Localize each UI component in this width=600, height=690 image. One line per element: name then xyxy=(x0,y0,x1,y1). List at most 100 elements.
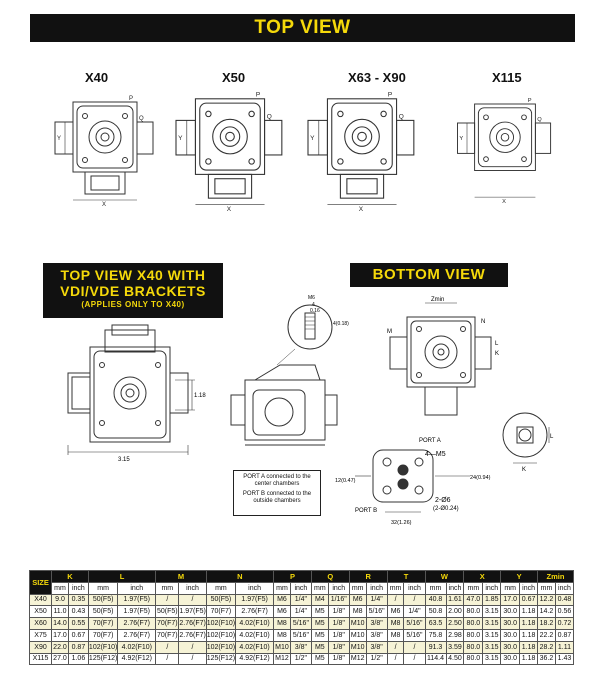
bottom-view-drawing: Zmin M L K N xyxy=(387,297,499,416)
table-cell: M6 xyxy=(273,605,291,619)
dim-4-018-label: 4(0.18) xyxy=(333,321,349,327)
table-cell: 28.2 xyxy=(537,640,556,654)
table-cell: / xyxy=(386,640,405,654)
group-header-y: Y xyxy=(500,570,539,583)
table-cell: 0.56 xyxy=(554,605,575,619)
port-a-note: PORT A connected to the center chambers xyxy=(243,474,311,487)
dim-2024-label: (2-Ø0.24) xyxy=(433,506,459,512)
table-cell: 50(F5) xyxy=(87,593,119,607)
y-label: Y xyxy=(459,136,463,142)
table-cell: 3.15 xyxy=(482,652,502,666)
table-cell: 12.2 xyxy=(537,593,556,607)
table-cell: 1/4" xyxy=(289,605,312,619)
y-label: Y xyxy=(178,135,183,142)
unit-header-inch: inch xyxy=(403,581,426,595)
vdi-banner-line1: TOP VIEW X40 WITH xyxy=(60,267,206,283)
table-cell: / xyxy=(155,640,180,654)
table-cell: 0.67 xyxy=(67,628,89,642)
x-label: X xyxy=(502,199,506,205)
group-header-n: N xyxy=(205,570,275,583)
table-cell: 2.98 xyxy=(445,628,465,642)
port-note-box: PORT A connected to the center chambers … xyxy=(233,470,321,516)
unit-header-inch: inch xyxy=(519,581,539,595)
table-cell: 4.02(F10) xyxy=(235,640,275,654)
unit-header-mm: mm xyxy=(348,581,367,595)
table-cell: M12 xyxy=(273,652,291,666)
table-cell: 0.35 xyxy=(67,593,89,607)
table-cell: 4.50 xyxy=(445,652,465,666)
unit-header-mm: mm xyxy=(273,581,291,595)
table-cell: 9.0 xyxy=(51,593,69,607)
table-cell: 1/16" xyxy=(327,593,350,607)
dim-32-label: 32(1.26) xyxy=(391,520,412,526)
q-label: Q xyxy=(267,113,272,120)
table-cell: M5 xyxy=(310,652,329,666)
unit-header-mm: mm xyxy=(51,581,69,595)
table-cell: 0.87 xyxy=(67,640,89,654)
table-cell: 1.18 xyxy=(519,605,539,619)
table-cell: 4.02(F10) xyxy=(117,640,157,654)
table-cell: 125(F12) xyxy=(87,652,119,666)
table-cell: 47.0 xyxy=(463,593,484,607)
table-cell: / xyxy=(403,640,426,654)
unit-header-mm: mm xyxy=(155,581,180,595)
table-cell: 14.0 xyxy=(51,617,69,630)
vdi-height-label: 1.18 xyxy=(194,393,206,399)
table-cell: 70(F7) xyxy=(155,628,180,642)
table-cell: 50(F5) xyxy=(155,605,180,619)
m-label: M xyxy=(387,329,392,335)
group-header-zmin: Zmin xyxy=(537,570,574,583)
table-cell: 22.2 xyxy=(537,628,556,642)
table-cell: 1.06 xyxy=(67,652,89,666)
size-cell: X75 xyxy=(28,628,53,642)
table-cell: 5/16" xyxy=(289,617,312,630)
dim-24-label: 24(0.94) xyxy=(470,475,491,481)
table-cell: / xyxy=(178,593,207,607)
table-cell: M6 xyxy=(348,593,367,607)
vdi-width-label: 3.15 xyxy=(118,457,130,463)
table-cell: 3/8" xyxy=(289,640,312,654)
table-cell: 70(F7) xyxy=(205,605,237,619)
p-label: P xyxy=(528,98,532,104)
unit-header-mm: mm xyxy=(310,581,329,595)
table-cell: 0.87 xyxy=(554,628,575,642)
table-cell: M6 xyxy=(273,593,291,607)
table-cell: 2.00 xyxy=(445,605,465,619)
table-cell: M12 xyxy=(348,652,367,666)
table-cell: 5/16" xyxy=(365,605,388,619)
group-header-r: R xyxy=(348,570,388,583)
q-label: Q xyxy=(399,113,404,120)
table-cell: M8 xyxy=(273,628,291,642)
unit-header-mm: mm xyxy=(87,581,119,595)
vdi-top-view-drawing: 1.18 3.15 xyxy=(67,324,206,463)
table-cell: M5 xyxy=(310,640,329,654)
model-label-x63-x90: X63 - X90 xyxy=(348,70,406,85)
vdi-banner: TOP VIEW X40 WITH VDI/VDE BRACKETS (APPL… xyxy=(43,263,223,318)
x-label: X xyxy=(102,202,106,208)
model-label-x50: X50 xyxy=(222,70,246,85)
table-cell: 4.02(F10) xyxy=(235,628,275,642)
unit-header-mm: mm xyxy=(500,581,521,595)
table-cell: 1.97(F5) xyxy=(235,593,275,607)
table-cell: / xyxy=(178,640,207,654)
table-cell: 1.43 xyxy=(554,652,575,666)
unit-header-inch: inch xyxy=(117,581,157,595)
table-cell: 91.3 xyxy=(424,640,447,654)
unit-header-inch: inch xyxy=(178,581,207,595)
size-header: SIZE xyxy=(28,570,53,595)
table-cell: 0.67 xyxy=(519,593,539,607)
unit-header-inch: inch xyxy=(67,581,89,595)
table-cell: 1.85 xyxy=(482,593,502,607)
l-label: L xyxy=(495,341,499,347)
table-cell: 1.11 xyxy=(554,640,575,654)
size-cell: X90 xyxy=(28,640,53,654)
port-b-label: PORT B xyxy=(355,508,377,514)
